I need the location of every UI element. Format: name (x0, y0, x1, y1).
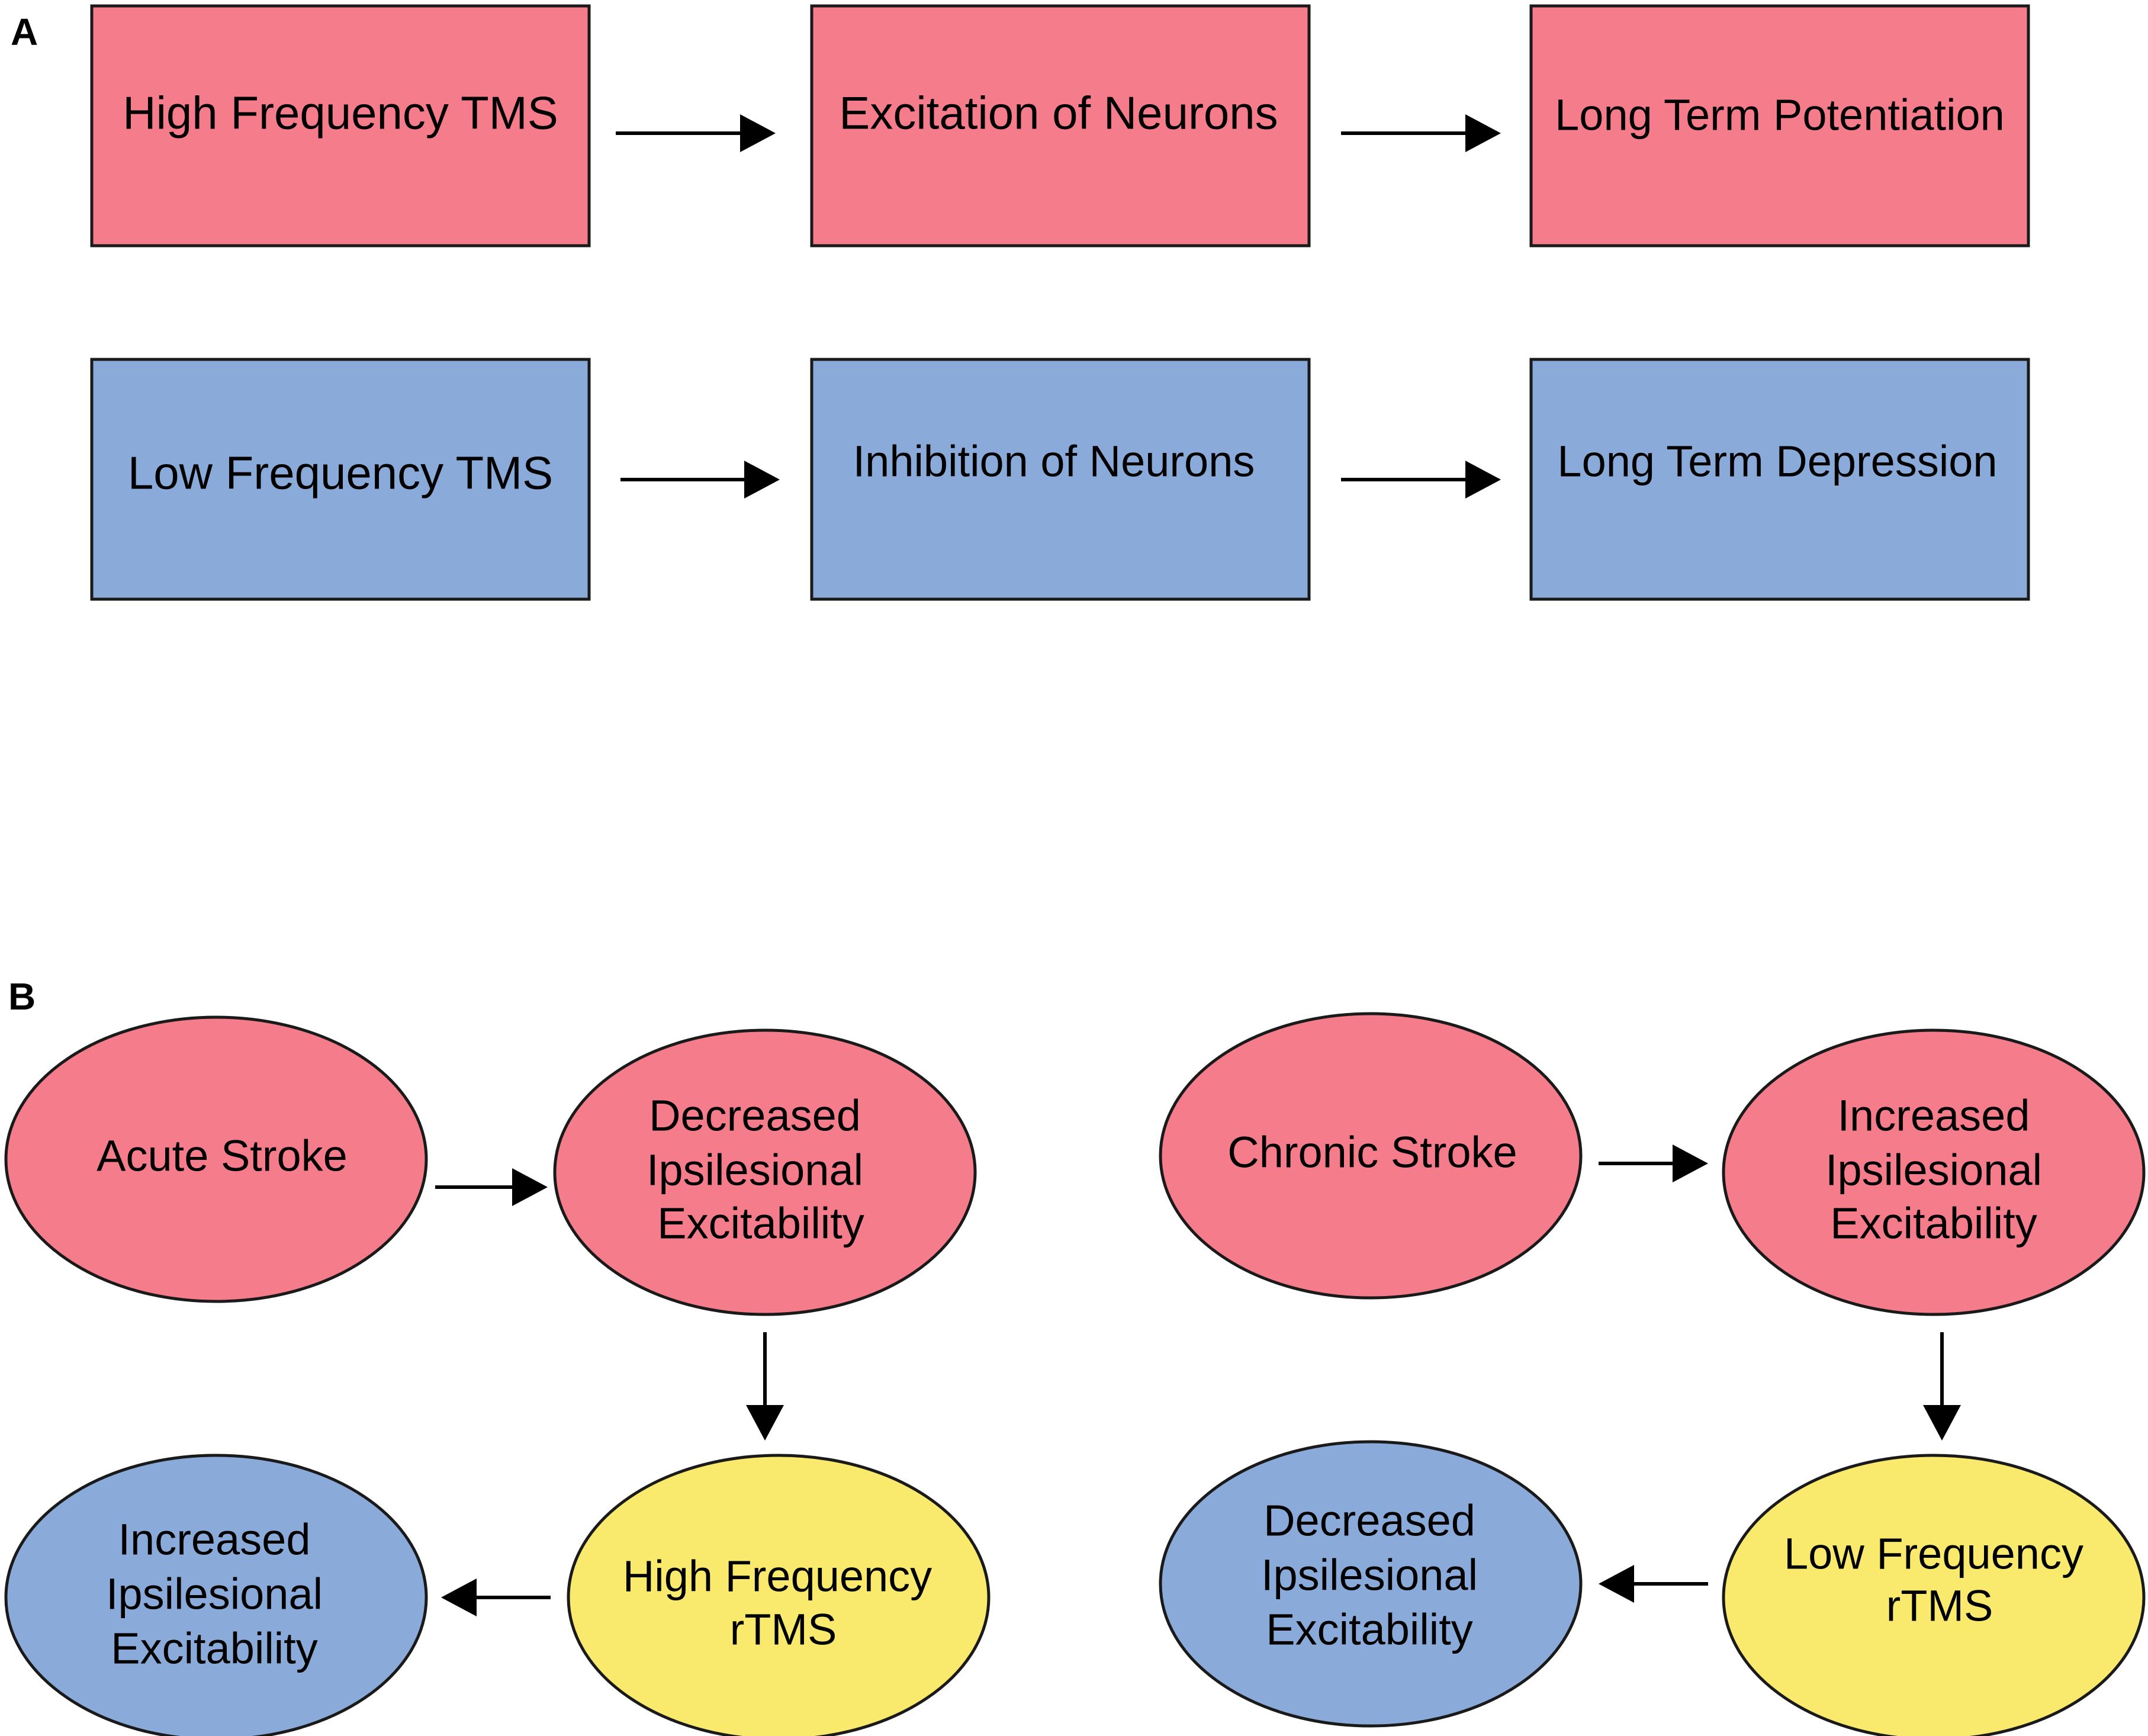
arrow-b-right-1 (1599, 1145, 1708, 1182)
ellipse-low-frequency-rtms: Low Frequency rTMS (1722, 1454, 2146, 1736)
high-frequency-rtms-line-1: High Frequency (623, 1552, 932, 1601)
box-inhibition-of-neurons-label: Inhibition of Neurons (853, 437, 1255, 486)
left-state-line-3: Excitability (657, 1199, 864, 1248)
ellipse-right-decreased-excitability: Decreased Ipsilesional Excitability (1159, 1440, 1583, 1728)
left-result-line-2: Ipsilesional (106, 1570, 323, 1619)
right-state-line-3: Excitability (1830, 1199, 2037, 1248)
arrow-a-row1-1 (616, 114, 776, 152)
left-result-line-3: Excitability (111, 1624, 318, 1673)
ellipse-right-increased-excitability: Increased Ipsilesional Excitability (1722, 1028, 2146, 1316)
box-long-term-potentiation-label: Long Term Potentiation (1555, 91, 2005, 140)
box-long-term-depression-label: Long Term Depression (1557, 437, 1997, 486)
right-result-line-3: Excitability (1266, 1605, 1473, 1654)
box-high-frequency-tms-label: High Frequency TMS (123, 87, 558, 139)
arrow-b-left-1 (435, 1168, 548, 1206)
arrow-b-right-back (1599, 1565, 1708, 1603)
right-result-line-1: Decreased (1263, 1496, 1475, 1545)
ellipse-chronic-stroke-label: Chronic Stroke (1227, 1128, 1517, 1177)
arrow-a-row2-1 (620, 461, 780, 499)
box-high-frequency-tms: High Frequency TMS (90, 4, 591, 247)
box-excitation-of-neurons-label: Excitation of Neurons (839, 87, 1278, 139)
box-low-frequency-tms: Low Frequency TMS (90, 358, 591, 601)
arrow-b-left-down (746, 1332, 784, 1441)
left-state-line-2: Ipsilesional (647, 1146, 863, 1195)
arrow-a-row1-2 (1341, 114, 1501, 152)
ellipse-acute-stroke-label: Acute Stroke (97, 1131, 348, 1181)
ellipse-left-decreased-excitability: Decreased Ipsilesional Excitability (553, 1028, 977, 1316)
low-frequency-rtms-line-2: rTMS (1886, 1581, 1993, 1631)
left-result-line-1: Increased (118, 1515, 311, 1564)
ellipse-acute-stroke: Acute Stroke (4, 1015, 428, 1303)
panel-b-label: B (8, 975, 36, 1018)
left-state-line-1: Decreased (649, 1091, 861, 1140)
arrow-a-row2-2 (1341, 461, 1501, 499)
box-long-term-depression: Long Term Depression (1529, 358, 2030, 601)
ellipse-chronic-stroke: Chronic Stroke (1159, 1012, 1583, 1300)
box-excitation-of-neurons: Excitation of Neurons (810, 4, 1311, 247)
right-state-line-2: Ipsilesional (1825, 1146, 2042, 1195)
right-result-line-2: Ipsilesional (1261, 1551, 1478, 1600)
box-long-term-potentiation: Long Term Potentiation (1529, 4, 2030, 247)
low-frequency-rtms-line-1: Low Frequency (1784, 1529, 2083, 1579)
box-inhibition-of-neurons: Inhibition of Neurons (810, 358, 1311, 601)
right-state-line-1: Increased (1838, 1091, 2030, 1140)
arrow-b-right-down (1923, 1332, 1961, 1441)
box-low-frequency-tms-label: Low Frequency TMS (128, 447, 553, 499)
ellipse-high-frequency-rtms: High Frequency rTMS (567, 1454, 991, 1736)
ellipse-left-increased-excitability: Increased Ipsilesional Excitability (4, 1454, 428, 1736)
panel-a-label: A (11, 11, 38, 53)
high-frequency-rtms-line-2: rTMS (730, 1605, 837, 1654)
arrow-b-left-back (441, 1579, 551, 1616)
